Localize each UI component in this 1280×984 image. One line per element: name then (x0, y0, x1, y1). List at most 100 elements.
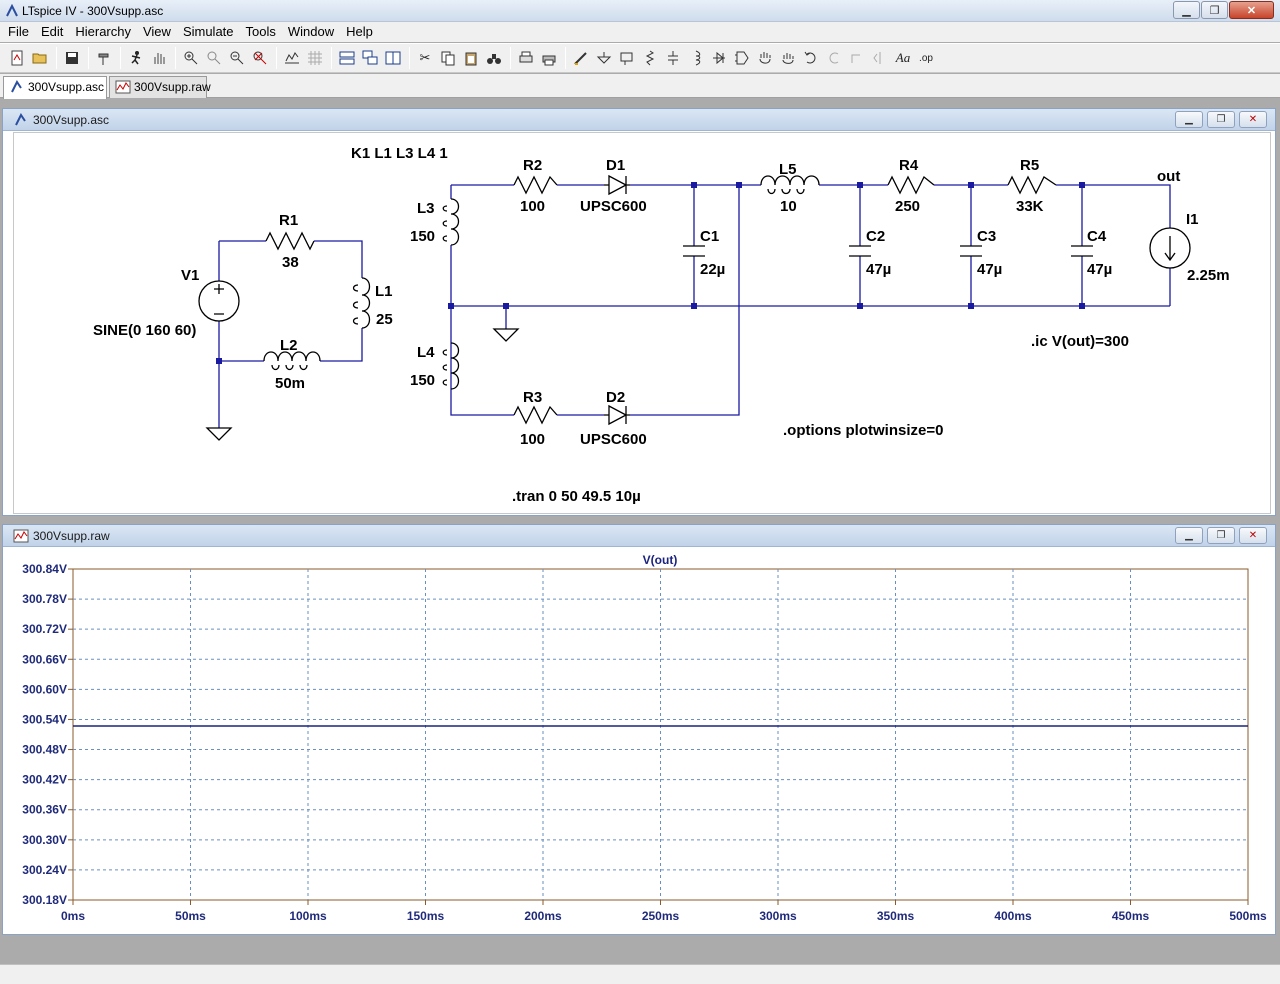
grid-icon[interactable] (304, 47, 326, 69)
ground-icon[interactable] (593, 47, 615, 69)
menu-help[interactable]: Help (346, 24, 373, 39)
ic-directive: .ic V(out)=300 (1031, 333, 1129, 350)
junction-dots (216, 182, 1085, 364)
minimize-button[interactable]: ▁ (1175, 527, 1203, 544)
schematic-canvas[interactable]: K1 L1 L3 L4 1 R1 38 V1 SINE(0 160 60) L1… (13, 132, 1271, 514)
close-button[interactable]: ✕ (1239, 527, 1267, 544)
control-panel-hammer-icon[interactable] (93, 47, 115, 69)
x-tick-label: 300ms (759, 909, 797, 923)
maximize-button[interactable]: ❐ (1201, 1, 1228, 19)
move-hand-icon[interactable] (754, 47, 776, 69)
y-tick-label: 300.18V (22, 893, 67, 907)
inductor-icon[interactable] (685, 47, 707, 69)
tab-waveform[interactable]: 300Vsupp.raw (109, 76, 211, 98)
trace-label-vout[interactable]: V(out) (643, 553, 678, 567)
tab-schematic[interactable]: 300Vsupp.asc (3, 76, 107, 99)
D1-ref: D1 (606, 157, 625, 174)
y-tick-label: 300.24V (22, 863, 67, 877)
L1-value: 25 (376, 311, 393, 328)
autorange-icon[interactable] (281, 47, 303, 69)
R1-ref: R1 (279, 212, 298, 229)
zoom-pan-icon[interactable] (203, 47, 225, 69)
zoom-out-icon[interactable] (226, 47, 248, 69)
drag-hand-icon[interactable] (777, 47, 799, 69)
menu-edit[interactable]: Edit (40, 24, 64, 39)
y-tick-label: 300.78V (22, 592, 67, 606)
restore-button[interactable]: ❐ (1207, 527, 1235, 544)
x-tick-label: 200ms (524, 909, 562, 923)
menu-simulate[interactable]: Simulate (182, 24, 234, 39)
undo-icon[interactable] (800, 47, 822, 69)
new-schematic-icon[interactable] (6, 47, 28, 69)
I1-symbol (1149, 227, 1191, 269)
schematic-drawing: K1 L1 L3 L4 1 R1 38 V1 SINE(0 160 60) L1… (93, 145, 1230, 505)
mirror-icon[interactable] (869, 47, 891, 69)
x-tick-label: 450ms (1112, 909, 1150, 923)
redo-icon[interactable] (823, 47, 845, 69)
menu-tools[interactable]: Tools (245, 24, 276, 39)
x-tick-label: 500ms (1229, 909, 1267, 923)
print-setup-icon[interactable] (515, 47, 537, 69)
cascade-icon[interactable] (359, 47, 381, 69)
rotate-icon[interactable] (846, 47, 868, 69)
component-icon[interactable] (731, 47, 753, 69)
open-folder-icon[interactable] (29, 47, 51, 69)
L5-symbol (760, 175, 820, 195)
run-simulation-icon[interactable] (125, 47, 147, 69)
toolbar-separator (56, 47, 57, 69)
R1-symbol (265, 231, 315, 251)
resistor-icon[interactable] (639, 47, 661, 69)
capacitor-icon[interactable] (662, 47, 684, 69)
tile-vertical-icon[interactable] (382, 47, 404, 69)
x-tick-label: 250ms (642, 909, 680, 923)
y-tick-label: 300.60V (22, 682, 67, 696)
y-tick-labels: 300.84V300.78V300.72V300.66V300.60V300.5… (22, 562, 67, 907)
draw-wire-icon[interactable] (570, 47, 592, 69)
R4-ref: R4 (899, 157, 919, 174)
menu-hierarchy[interactable]: Hierarchy (75, 24, 131, 39)
cut-scissors-icon[interactable]: ✂ (419, 50, 431, 65)
close-button[interactable]: ✕ (1239, 111, 1267, 128)
restore-button[interactable]: ❐ (1207, 111, 1235, 128)
minimize-button[interactable]: ▁ (1175, 111, 1203, 128)
R2-value: 100 (520, 198, 545, 215)
spice-directive-icon[interactable]: .op (919, 52, 933, 64)
find-binoculars-icon[interactable] (483, 47, 505, 69)
C4-ref: C4 (1087, 228, 1107, 245)
y-tick-label: 300.84V (22, 562, 67, 576)
D2-ref: D2 (606, 389, 625, 406)
toolbar-separator (276, 47, 277, 69)
schematic-window-title: 300Vsupp.asc (33, 113, 110, 127)
menu-file[interactable]: File (8, 24, 29, 39)
halt-hand-icon[interactable] (148, 47, 170, 69)
x-tick-label: 150ms (407, 909, 445, 923)
R4-symbol (887, 175, 935, 195)
zoom-fit-icon[interactable] (249, 47, 271, 69)
C4-symbol (1071, 245, 1093, 257)
copy-icon[interactable] (437, 47, 459, 69)
y-tick-label: 300.66V (22, 652, 67, 666)
R2-symbol (513, 175, 558, 195)
grid-lines (68, 568, 1249, 905)
paste-icon[interactable] (460, 47, 482, 69)
diode-icon[interactable] (708, 47, 730, 69)
menu-view[interactable]: View (142, 24, 171, 39)
L2-symbol (263, 351, 321, 371)
label-net-icon[interactable] (616, 47, 638, 69)
ltspice-icon (6, 4, 18, 17)
waveform-icon (115, 80, 131, 94)
L2-value: 50m (275, 375, 305, 392)
schematic-icon (15, 113, 26, 126)
C1-symbol (683, 245, 705, 257)
zoom-in-icon[interactable] (180, 47, 202, 69)
menu-window[interactable]: Window (287, 24, 335, 39)
save-icon[interactable] (61, 47, 83, 69)
close-button[interactable]: ✕ (1229, 1, 1274, 19)
L5-value: 10 (780, 198, 797, 215)
tile-horizontal-icon[interactable] (336, 47, 358, 69)
L1-symbol (352, 277, 371, 329)
print-icon[interactable] (538, 47, 560, 69)
text-icon[interactable]: Aa (895, 50, 911, 65)
minimize-button[interactable]: ▁ (1173, 1, 1200, 19)
